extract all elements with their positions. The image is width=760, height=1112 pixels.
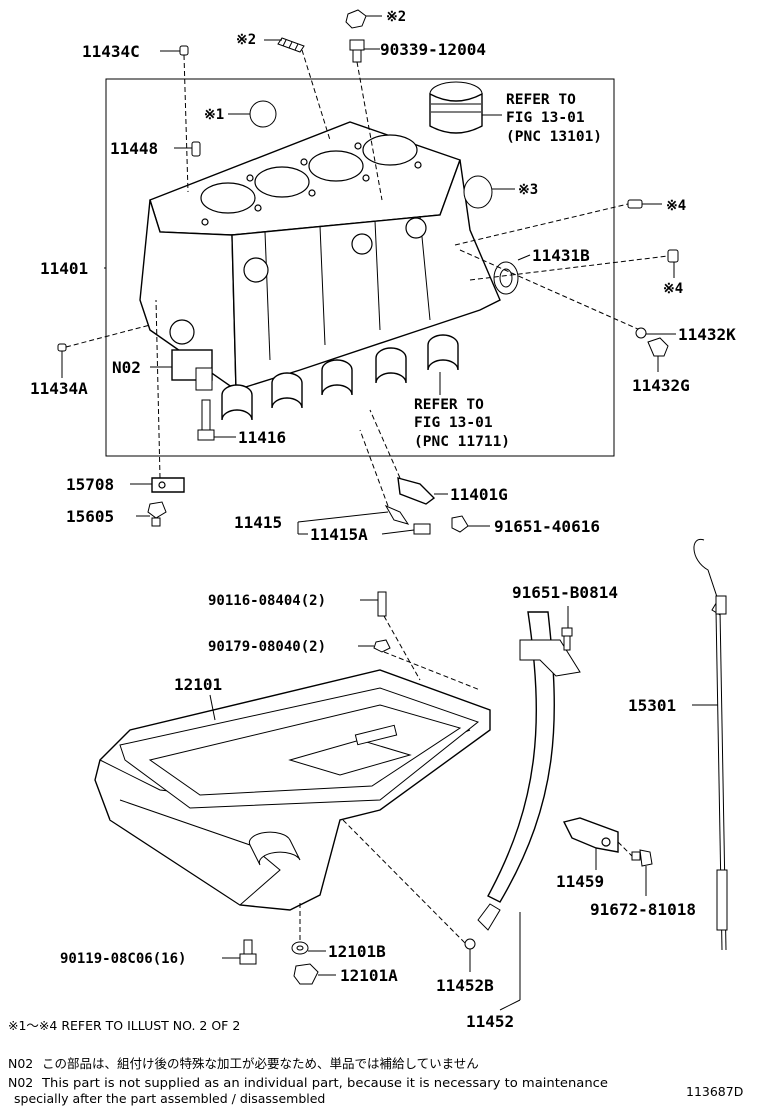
note-n02-en-line2: specially after the part assembled / dis… — [14, 1091, 325, 1106]
label-mark1: ※1 — [204, 107, 224, 123]
label-11401G: 11401G — [450, 485, 508, 504]
label-91651-B0814: 91651-B0814 — [512, 583, 618, 602]
label-90116-08404: 90116-08404(2) — [208, 593, 326, 609]
plug-11434C — [179, 45, 189, 56]
label-11415: 11415 — [234, 513, 282, 532]
label-11434A: 11434A — [30, 379, 88, 398]
label-11431B: 11431B — [532, 246, 590, 265]
label-11448: 11448 — [110, 139, 158, 158]
label-11416: 11416 — [238, 428, 286, 447]
label-11434C: 11434C — [82, 42, 140, 61]
label-11452B: 11452B — [436, 976, 494, 995]
bracket-11415A — [384, 504, 431, 535]
label-91651-40616: 91651-40616 — [494, 517, 600, 536]
ref-11711-line2: FIG 13-01 — [414, 415, 493, 431]
oil-pan-drawing — [94, 669, 491, 911]
label-12101A: 12101A — [340, 966, 398, 985]
note-n02-jp: この部品は、組付け後の特殊な加工が必要なため、単品では補給していません — [42, 1056, 479, 1071]
cap-mark3 — [463, 175, 493, 209]
label-11415A: 11415A — [310, 525, 368, 544]
label-15605: 15605 — [66, 507, 114, 526]
sensor-11401G — [397, 477, 436, 505]
label-90119-08C06: 90119-08C06(16) — [60, 951, 186, 967]
ref-11711-line1: REFER TO — [414, 397, 484, 413]
stud-90116-08404 — [377, 591, 387, 617]
label-15708: 15708 — [66, 475, 114, 494]
label-90179-08040: 90179-08040(2) — [208, 639, 326, 655]
gasket-11432K — [635, 327, 647, 339]
ref-11711-line3: (PNC 11711) — [414, 434, 510, 450]
bolt-90339-12004 — [349, 39, 365, 63]
bolt-91651-B0814 — [561, 627, 573, 651]
drain-plug-12101A — [293, 963, 319, 985]
bolt-11416 — [197, 399, 215, 441]
label-11459: 11459 — [556, 872, 604, 891]
label-15301: 15301 — [628, 696, 676, 715]
illustration-id: 113687D — [686, 1084, 743, 1099]
dipstick-guide-11452 — [464, 611, 581, 950]
bearings-ref-11711 — [221, 334, 459, 421]
pin-mark4-lower — [667, 249, 679, 263]
stud-mark2 — [277, 37, 305, 53]
dipstick-15301 — [693, 538, 728, 951]
label-mark3: ※3 — [518, 182, 538, 198]
label-11432K: 11432K — [678, 325, 736, 344]
label-mark4-lower: ※4 — [663, 281, 683, 297]
note-n02-en-code: N02 — [8, 1075, 33, 1090]
label-12101B: 12101B — [328, 942, 386, 961]
pin-mark4-upper — [627, 199, 643, 209]
cylinder-block-drawing — [139, 121, 501, 392]
label-12101: 12101 — [174, 675, 222, 694]
label-mark4-upper: ※4 — [666, 198, 686, 214]
bracket-15708 — [151, 477, 185, 493]
nut-90179-08040 — [373, 639, 391, 653]
label-90339-12004: 90339-12004 — [380, 40, 486, 59]
piston-ref-13101 — [429, 81, 483, 134]
plug-11432G — [647, 337, 669, 357]
leader-lines — [61, 15, 718, 1011]
bolt-91651-40616 — [451, 515, 469, 533]
plug-11448 — [191, 141, 201, 157]
bolt-15605 — [147, 501, 167, 527]
ref-13101-line3: (PNC 13101) — [506, 129, 602, 145]
label-N02: N02 — [112, 358, 141, 377]
note-n02-en-line1: This part is not supplied as an individu… — [41, 1075, 608, 1090]
gasket-12101B — [291, 941, 309, 955]
note-refer-illust: ※1～※4 REFER TO ILLUST NO. 2 OF 2 — [8, 1018, 240, 1033]
ref-13101-line2: FIG 13-01 — [506, 110, 585, 126]
label-11401: 11401 — [40, 259, 88, 278]
bearing-cap-N02 — [171, 349, 213, 391]
nut-mark2 — [345, 9, 367, 29]
pin-11434A — [57, 343, 67, 352]
bolt-90119-08C06 — [239, 939, 257, 965]
label-mark2-nut: ※2 — [386, 9, 406, 25]
ref-13101-line1: REFER TO — [506, 92, 576, 108]
bolt-91672-81018 — [631, 849, 653, 867]
label-mark2-stud: ※2 — [236, 32, 256, 48]
note-n02-jp-code: N02 — [8, 1056, 33, 1071]
label-91672-81018: 91672-81018 — [590, 900, 696, 919]
label-11452: 11452 — [466, 1012, 514, 1031]
bracket-11459 — [562, 817, 619, 853]
cap-mark1 — [249, 100, 277, 128]
label-11432G: 11432G — [632, 376, 690, 395]
